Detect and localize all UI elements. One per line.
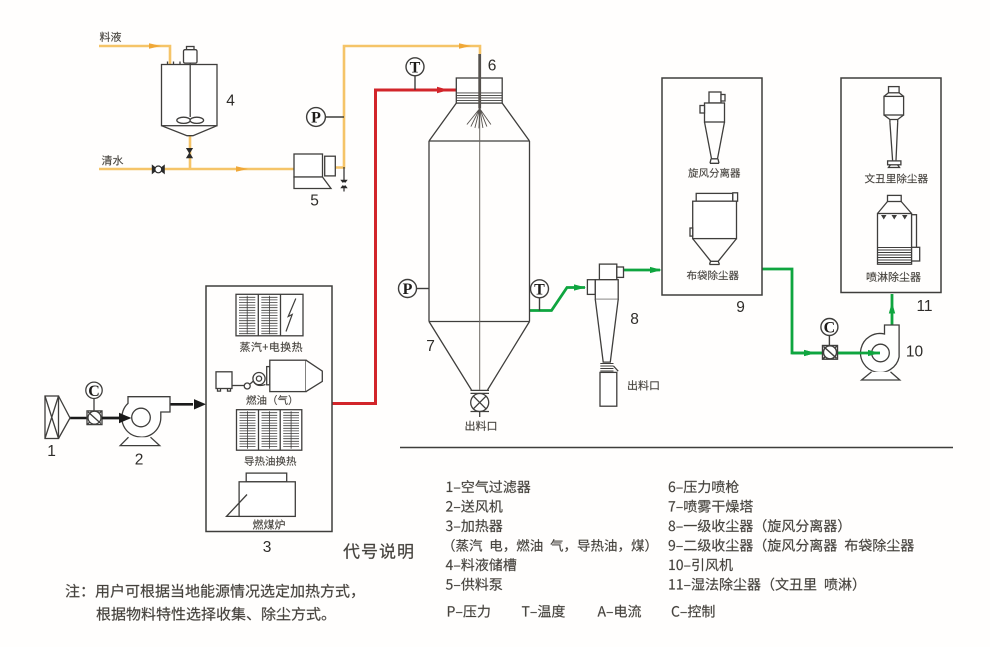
svg-text:7: 7 (426, 338, 435, 355)
svg-text:3: 3 (263, 539, 272, 556)
svg-text:9: 9 (736, 299, 745, 316)
svg-text:4: 4 (226, 93, 235, 110)
svg-text:2: 2 (135, 452, 144, 469)
svg-text:1: 1 (47, 443, 56, 460)
svg-text:P: P (311, 110, 321, 127)
svg-text:C: C (824, 320, 836, 337)
svg-text:6: 6 (488, 58, 497, 75)
svg-text:T: T (410, 59, 421, 76)
svg-text:11: 11 (916, 298, 932, 315)
svg-text:5: 5 (310, 193, 319, 210)
svg-text:C: C (88, 383, 100, 400)
svg-text:8: 8 (630, 311, 639, 328)
svg-text:T: T (534, 281, 545, 298)
svg-text:10: 10 (906, 344, 924, 361)
svg-text:P: P (403, 281, 413, 298)
